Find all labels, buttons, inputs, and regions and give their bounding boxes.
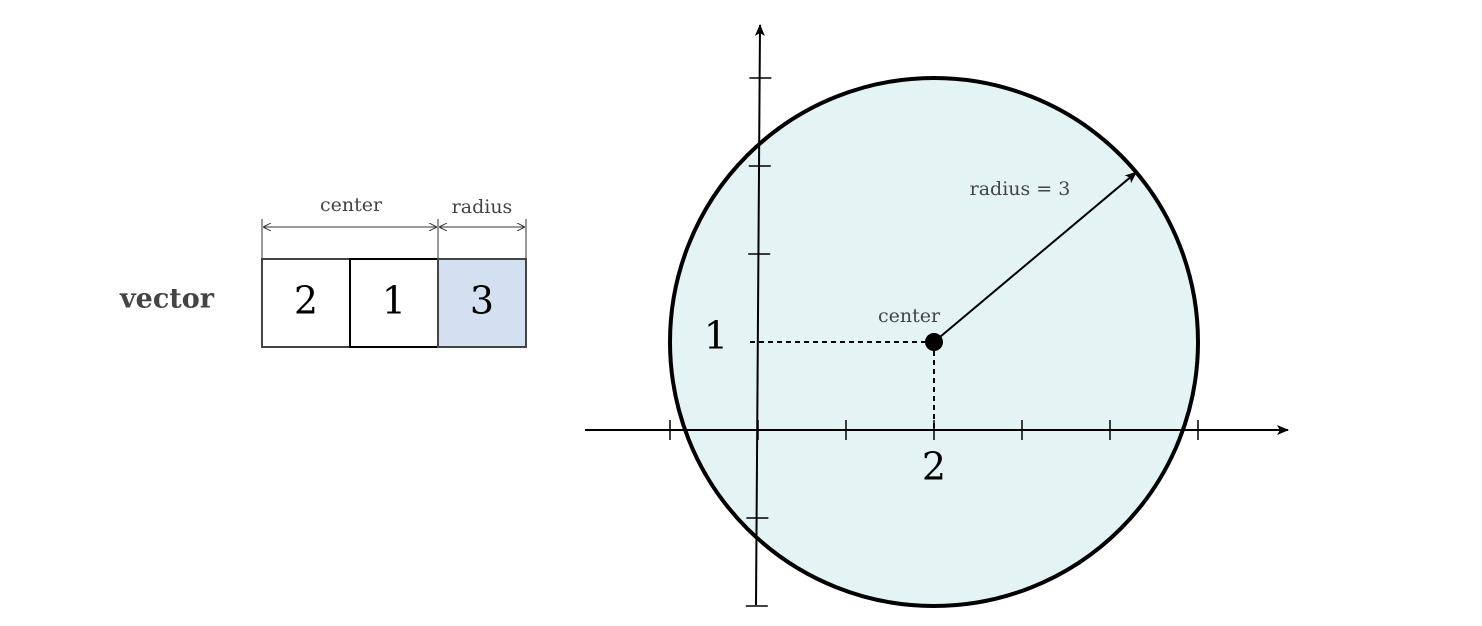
vector-cell-1 [349, 258, 439, 348]
vector-label: vector [119, 284, 215, 315]
center-group-label: center [320, 194, 383, 216]
radius-group-label: radius [452, 196, 513, 218]
vector-cell-0 [261, 258, 351, 348]
center-point-label: center [878, 305, 941, 327]
vector-cell-value-2: 3 [470, 279, 494, 323]
vector-cell-2 [437, 258, 527, 348]
center-dimension: center [261, 194, 439, 260]
vector-cells: 2 1 3 [261, 258, 527, 348]
center-point [925, 333, 943, 351]
radius-dimension: radius [439, 196, 527, 260]
y-axis [754, 24, 765, 606]
x-tick-label-center: 2 [922, 445, 946, 489]
coordinate-plot: center radius = 3 2 1 [585, 24, 1289, 608]
vector-cell-value-0: 2 [294, 279, 318, 323]
vector-cell-value-1: 1 [382, 279, 406, 323]
y-tick-label-center: 1 [704, 314, 728, 358]
radius-arrow [933, 171, 1138, 343]
vector-panel: vector center radius 2 1 3 [119, 194, 527, 348]
radius-label: radius = 3 [970, 178, 1071, 200]
